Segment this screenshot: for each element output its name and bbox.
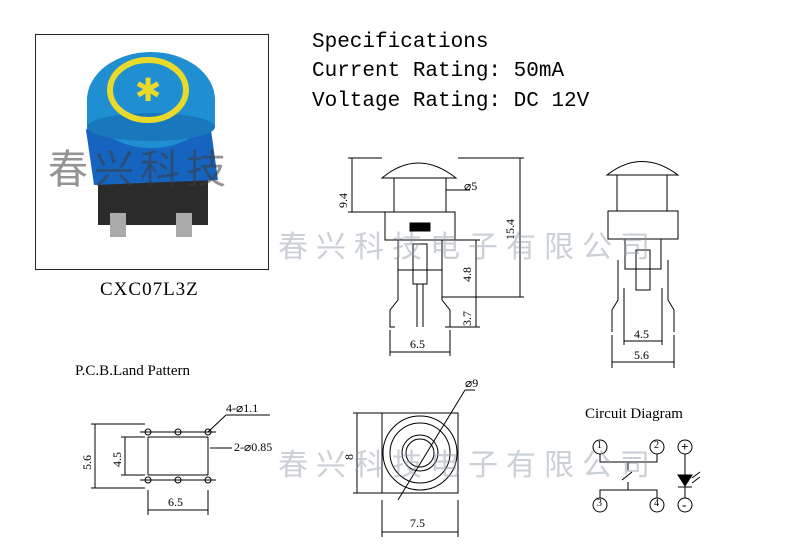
dim-body-height: 4.8 bbox=[460, 267, 474, 282]
spec-title: Specifications bbox=[312, 31, 489, 54]
top-width: 7.5 bbox=[410, 516, 425, 530]
circuit-diagram-drawing bbox=[592, 439, 701, 513]
dim-cap-diameter: ⌀5 bbox=[464, 179, 478, 193]
pcb-hole-large: 4-⌀1.1 bbox=[226, 401, 259, 415]
pcb-hole-small: 2-⌀0.85 bbox=[234, 440, 273, 454]
circuit-pin-3: 3 bbox=[597, 498, 602, 509]
circuit-pin-1: 1 bbox=[597, 440, 602, 451]
pcb-height-inner: 4.5 bbox=[110, 452, 124, 467]
svg-text:✱: ✱ bbox=[135, 71, 162, 109]
button-illustration: ✱ bbox=[86, 52, 218, 237]
dim-pin-length: 3.7 bbox=[460, 311, 474, 326]
photo-watermark: 春兴科技 bbox=[48, 147, 232, 193]
dim-side-outer: 5.6 bbox=[634, 348, 649, 362]
product-photo: ✱ 春兴科技 bbox=[35, 34, 269, 270]
circuit-pin-2: 2 bbox=[654, 440, 659, 451]
spec-current: Current Rating: 50mA bbox=[312, 60, 565, 83]
dim-side-inner: 4.5 bbox=[634, 327, 649, 341]
company-watermark-top: 春兴科技电子有限公司 bbox=[278, 230, 658, 265]
pcb-width: 6.5 bbox=[168, 495, 183, 509]
pcb-height-outer: 5.6 bbox=[80, 455, 94, 470]
dim-pin-spacing: 6.5 bbox=[410, 337, 425, 351]
dim-cap-height: 9.4 bbox=[336, 193, 350, 208]
front-view-drawing bbox=[348, 157, 524, 356]
company-watermark-bottom: 春兴科技电子有限公司 bbox=[278, 448, 658, 483]
led-minus: - bbox=[682, 497, 687, 512]
model-label: CXC07L3Z bbox=[100, 279, 199, 300]
spec-voltage: Voltage Rating: DC 12V bbox=[312, 90, 590, 113]
circuit-pin-4: 4 bbox=[654, 498, 659, 509]
pcb-title: P.C.B.Land Pattern bbox=[75, 363, 190, 379]
pcb-pattern-drawing bbox=[91, 414, 270, 515]
circuit-title: Circuit Diagram bbox=[585, 406, 683, 422]
top-diameter: ⌀9 bbox=[465, 376, 479, 390]
side-view-drawing bbox=[605, 161, 680, 368]
top-view-drawing bbox=[353, 389, 475, 537]
led-plus: + bbox=[681, 439, 689, 454]
